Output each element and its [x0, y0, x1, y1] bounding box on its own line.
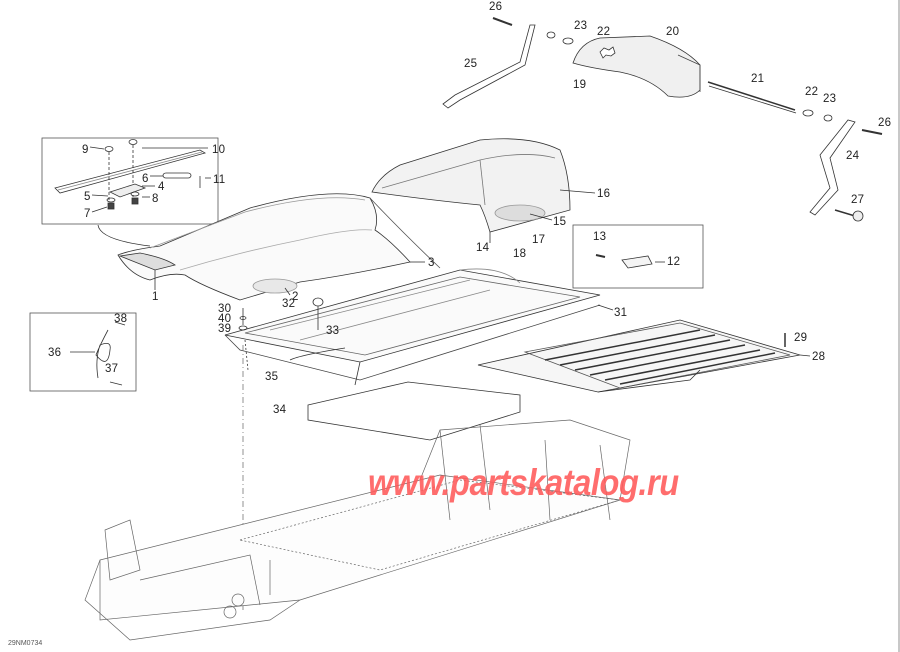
callout-22: 22	[597, 26, 611, 38]
callout-27: 27	[851, 194, 865, 206]
callout-28: 28	[812, 351, 826, 363]
callout-29: 29	[794, 332, 808, 344]
cargo-rack	[477, 319, 811, 393]
callout-34: 34	[273, 404, 287, 416]
callout-38: 38	[114, 313, 128, 325]
callout-8: 8	[152, 193, 159, 205]
callout-1: 1	[152, 291, 159, 303]
callout-13: 13	[593, 231, 607, 243]
callout-26b: 26	[878, 117, 892, 129]
callout-9: 9	[82, 144, 89, 156]
watermark: www.partskatalog.ru	[368, 462, 679, 503]
callout-10: 10	[212, 144, 226, 156]
callout-30: 30	[218, 303, 232, 315]
callout-16: 16	[597, 188, 611, 200]
callout-40: 40	[218, 313, 232, 325]
chassis-frame	[84, 419, 631, 641]
callout-20: 20	[666, 26, 680, 38]
callout-3: 3	[428, 257, 435, 269]
callout-35: 35	[265, 371, 279, 383]
callout-39: 39	[218, 323, 232, 335]
callout-31: 31	[614, 307, 628, 319]
rear-rack	[224, 268, 614, 386]
seat-assembly	[117, 193, 441, 301]
callout-17: 17	[532, 234, 546, 246]
pad	[307, 381, 521, 441]
callout-6: 6	[142, 173, 149, 185]
cable-parts	[70, 321, 126, 386]
callout-11: 11	[213, 174, 226, 186]
callout-15: 15	[553, 216, 567, 228]
hinge-parts	[54, 139, 211, 247]
fastener-stack	[238, 297, 324, 610]
callout-7: 7	[84, 208, 91, 220]
callout-5: 5	[84, 191, 91, 203]
callout-23b: 23	[823, 93, 837, 105]
latch-inset-box	[572, 224, 704, 289]
callout-24: 24	[846, 150, 860, 162]
callout-22b: 22	[805, 86, 819, 98]
passenger-seat	[371, 138, 596, 243]
callout-12: 12	[667, 256, 681, 268]
right-border	[898, 0, 900, 652]
callout-36: 36	[48, 347, 62, 359]
callout-33: 33	[326, 325, 340, 337]
cable-inset-box	[29, 312, 137, 392]
callout-21: 21	[751, 73, 765, 85]
callout-4: 4	[158, 181, 165, 193]
callout-25: 25	[464, 58, 478, 70]
drawing-code: 29NM0734	[8, 640, 43, 647]
hinge-inset-box	[41, 137, 219, 225]
callout-32: 32	[282, 298, 296, 310]
callout-18: 18	[513, 248, 527, 260]
callout-37: 37	[105, 363, 119, 375]
callout-2: 2	[292, 291, 299, 303]
callout-23: 23	[574, 20, 588, 32]
callout-26: 26	[489, 1, 503, 13]
callout-19: 19	[573, 79, 587, 91]
callout-14: 14	[476, 242, 490, 254]
latch-parts	[595, 254, 665, 269]
backrest-and-brackets	[442, 17, 883, 222]
